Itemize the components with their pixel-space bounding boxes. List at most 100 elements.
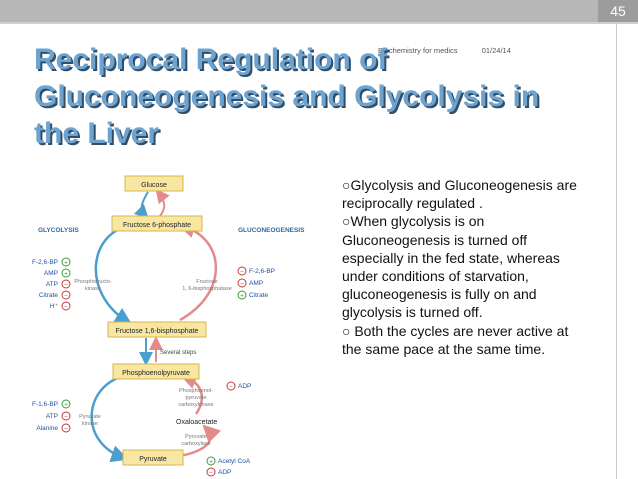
title-line-2: Gluconeogenesis and Glycolysis in (34, 80, 540, 113)
minus-icon (61, 301, 71, 311)
regulator-name: Alanine (36, 425, 58, 432)
regulator-item: AMP + (44, 268, 71, 278)
minus-icon (61, 411, 71, 421)
regulator-item: + Citrate (237, 290, 269, 300)
arrow-f6p-up (155, 188, 170, 217)
regulator-name: ATP (46, 413, 58, 420)
regulator-name: F-2,6-BP (32, 259, 58, 266)
regulator-name: Citrate (249, 292, 269, 299)
bullet-1: ○Glycolysis and Gluconeogenesis are reci… (342, 177, 577, 212)
pep-label: Phosphoenolpyruvate (122, 370, 190, 377)
plus-icon (206, 456, 216, 466)
minus-icon (61, 279, 71, 289)
regulator-item: F-2,6-BP + (32, 257, 71, 267)
regulators-pk: F-1,6-BP + ATP − Alanine − (32, 399, 71, 433)
arrow-fbpase (177, 220, 218, 322)
pc-label-2: carboxylase (181, 441, 210, 447)
regulator-sign: − (64, 414, 68, 421)
minus-icon (61, 290, 71, 300)
arrow-glucose-down (133, 191, 149, 219)
glucose-box: Glucose (124, 175, 184, 192)
f16bp-box: Fructose 1,6-bisphosphate (107, 321, 207, 338)
regulator-item: − ADP (206, 467, 231, 477)
gluconeogenesis-heading: GLUCONEOGENESIS (238, 227, 305, 234)
f6p-box: Fructose 6-phosphate (111, 215, 203, 232)
minus-icon (206, 467, 216, 477)
oxaloacetate-label: Oxaloacetate (176, 419, 217, 426)
title-line-1: Reciprocal Regulation of (34, 43, 388, 76)
arrow-pk (90, 374, 129, 463)
regulator-item: H⁺ − (50, 301, 71, 311)
bullet-2: ○When glycolysis is on Gluconeogenesis i… (342, 213, 560, 321)
regulator-item: Citrate − (39, 290, 71, 300)
regulator-name: F-2,6-BP (249, 268, 275, 275)
page-number: 45 (598, 0, 638, 22)
regulator-pepck: − ADP (226, 381, 251, 391)
regulation-diagram: GLYCOLYSIS GLUCONEOGENESIS Glucose Fruct… (32, 175, 305, 477)
slide-footer: Biochemistry for medics 01/24/14 (378, 46, 511, 55)
regulator-sign: + (64, 271, 68, 278)
pep-box: Phosphoenolpyruvate (112, 363, 200, 380)
minus-icon (237, 278, 247, 288)
regulator-name: Citrate (39, 292, 59, 299)
pyruvate-box: Pyruvate (122, 449, 184, 466)
regulator-sign: − (240, 281, 244, 288)
pfk-label-1: Phosphofructo- (74, 279, 111, 285)
fbpase-label-2: 1, 6-bisphosphatase (182, 286, 232, 292)
f16bp-label: Fructose 1,6-bisphosphate (116, 328, 199, 335)
minus-icon (226, 381, 236, 391)
regulator-item: F-1,6-BP + (32, 399, 71, 409)
body-text: ○Glycolysis and Gluconeogenesis are reci… (342, 176, 582, 358)
pc-label-1: Pyruvate (185, 434, 207, 440)
arrow-pc (179, 424, 222, 458)
regulator-sign: − (64, 304, 68, 311)
regulator-item: ATP − (46, 411, 71, 421)
regulator-sign: + (64, 260, 68, 267)
plus-icon (237, 290, 247, 300)
regulator-sign: + (240, 293, 244, 300)
regulator-item: + Acetyl CoA (206, 456, 251, 466)
regulator-sign: − (229, 384, 233, 391)
regulator-name: ADP (238, 383, 251, 390)
regulators-pfk: F-2,6-BP + AMP + ATP − Citrate − H⁺ − (32, 257, 71, 311)
regulator-sign: + (64, 402, 68, 409)
regulator-name: ADP (218, 469, 231, 476)
regulator-sign: − (240, 269, 244, 276)
footer-date: 01/24/14 (481, 46, 511, 55)
fbpase-label-1: Fructose (196, 279, 217, 285)
regulator-sign: − (64, 426, 68, 433)
side-rule (616, 22, 617, 479)
regulator-item: ATP − (46, 279, 71, 289)
footer-course: Biochemistry for medics (378, 46, 458, 55)
regulator-sign: − (64, 282, 68, 289)
top-bar: 45 (0, 0, 638, 22)
plus-icon (61, 268, 71, 278)
regulators-pc: + Acetyl CoA − ADP (206, 456, 251, 477)
minus-icon (61, 423, 71, 433)
regulator-name: AMP (44, 270, 58, 277)
plus-icon (61, 257, 71, 267)
pfk-label-2: kinase (85, 286, 101, 292)
regulator-name: AMP (249, 280, 263, 287)
glucose-label: Glucose (141, 182, 167, 189)
minus-icon (237, 266, 247, 276)
f6p-label: Fructose 6-phosphate (123, 222, 191, 229)
pepck-label-1: Phosphoenol- (179, 388, 213, 394)
regulator-name: H⁺ (50, 303, 59, 310)
regulator-sign: − (209, 470, 213, 477)
regulator-item: − F-2,6-BP (237, 266, 275, 276)
regulator-name: ATP (46, 281, 58, 288)
regulator-name: F-1,6-BP (32, 401, 58, 408)
title-line-3: the Liver (34, 117, 160, 150)
regulator-sign: + (209, 459, 213, 466)
regulator-sign: − (64, 293, 68, 300)
pepck-label-2: pyruvate (185, 395, 206, 401)
regulator-item: − AMP (237, 278, 263, 288)
arrow-pfk (94, 224, 133, 325)
slide-title: Reciprocal Regulation of Gluconeogenesis… (34, 41, 594, 152)
pk-label-1: Pyruvate (79, 414, 101, 420)
plus-icon (61, 399, 71, 409)
pyruvate-label: Pyruvate (139, 456, 167, 463)
pepck-label-3: carboxykinase (178, 402, 213, 408)
regulator-name: Acetyl CoA (218, 458, 251, 465)
